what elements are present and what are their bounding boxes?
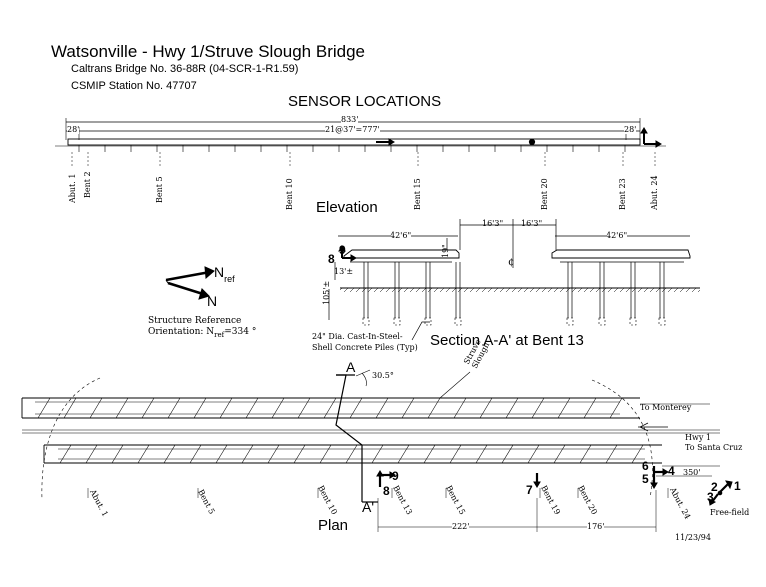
section-dim-pile: 105'± <box>322 280 331 305</box>
sensor-5-label: 5 <box>642 472 649 486</box>
section-dim-gap-left: 16'3" <box>482 219 504 228</box>
elevation-bent-label: Bent 10 <box>285 178 294 210</box>
orientation-value: =334 ° <box>224 327 257 337</box>
elevation-bent-label: Bent 5 <box>155 176 164 203</box>
n-ref-letter: N <box>214 264 225 280</box>
elevation-dim-left: 28' <box>67 125 80 134</box>
sensor-8-label: 8 <box>383 484 390 498</box>
elevation-piers <box>78 145 626 152</box>
section-dim-pier: 13'± <box>334 267 354 276</box>
section-heading: SENSOR LOCATIONS <box>288 93 442 110</box>
dim-350: 350' <box>683 468 701 477</box>
bridge-number: Caltrans Bridge No. 36-88R (04-SCR-1-R1.… <box>71 63 299 75</box>
plan-label: Plan <box>318 517 349 534</box>
section-view <box>328 219 700 341</box>
elevation-dim-total: 833' <box>341 115 359 124</box>
n-ref-subscript: ref <box>224 274 235 284</box>
elevation-dim-span: 21@37'=777' <box>325 125 380 134</box>
pile-note-line1: 24" Dia. Cast-In-Steel- <box>312 332 403 341</box>
elevation-bent-label: Abut. 24 <box>650 175 659 210</box>
elevation-bent-label: Bent 23 <box>618 178 627 210</box>
orientation-prefix: Orientation: N <box>148 327 215 337</box>
section-sensors <box>338 245 357 262</box>
sensor-2-label: 2 <box>711 480 718 494</box>
dim-222: 222' <box>452 522 470 531</box>
orientation-subscript: ref <box>214 331 225 339</box>
sensor-3-label: 3 <box>707 490 714 504</box>
page-title: Watsonville - Hwy 1/Struve Slough Bridge <box>51 42 366 61</box>
section-centerline: ¢ <box>508 257 515 268</box>
to-monterey: To Monterey <box>640 403 692 412</box>
elevation-bent-label: Bent 20 <box>540 178 549 210</box>
sensor-6-label: 6 <box>642 459 649 473</box>
skew-angle: 30.5° <box>372 371 394 380</box>
free-field: Free-field <box>710 508 750 517</box>
section-dim-gap-right: 16'3" <box>521 219 543 228</box>
hwy-line2: To Santa Cruz <box>685 443 743 452</box>
section-mark-a: A <box>346 359 356 375</box>
sensor-9-label: 9 <box>392 469 399 483</box>
sensor-7-label: 7 <box>526 483 533 497</box>
elevation-label: Elevation <box>316 199 378 216</box>
drawing-date: 11/23/94 <box>675 533 711 542</box>
station-number: CSMIP Station No. 47707 <box>71 80 197 92</box>
orientation-label-line2: Orientation: Nref=334 ° <box>148 328 256 339</box>
section-label: Section A-A' at Bent 13 <box>430 332 584 349</box>
n-ref-label: Nref <box>214 265 235 284</box>
section-sensor-8: 8 <box>328 252 335 266</box>
elevation-bent-label: Bent 15 <box>413 178 422 210</box>
elevation-bent-label: Bent 2 <box>83 171 92 198</box>
elevation-sensors <box>376 127 662 148</box>
elevation-dim-right: 28' <box>624 125 637 134</box>
elevation-bent-label: Abut. 1 <box>68 173 77 203</box>
sensor-4-label: 4 <box>668 464 675 478</box>
orientation-arrows <box>165 266 215 300</box>
sensor-1-label: 1 <box>734 479 741 493</box>
dim-176: 176' <box>587 522 605 531</box>
plan-view <box>21 369 720 532</box>
section-mark-a-prime: A' <box>362 499 375 515</box>
section-sensor-9: 9 <box>339 243 346 257</box>
orientation-label-line1: Structure Reference <box>148 316 242 326</box>
plan-sensors <box>376 466 733 506</box>
hwy-line1: Hwy 1 <box>685 433 711 442</box>
n-true-label: N <box>207 293 218 309</box>
section-dim-deck-right: 42'6" <box>606 231 628 240</box>
section-dim-deck-left: 42'6" <box>390 231 412 240</box>
pile-note-line2: Shell Concrete Piles (Typ) <box>312 343 418 352</box>
section-dim-depth: 19" <box>441 244 450 258</box>
